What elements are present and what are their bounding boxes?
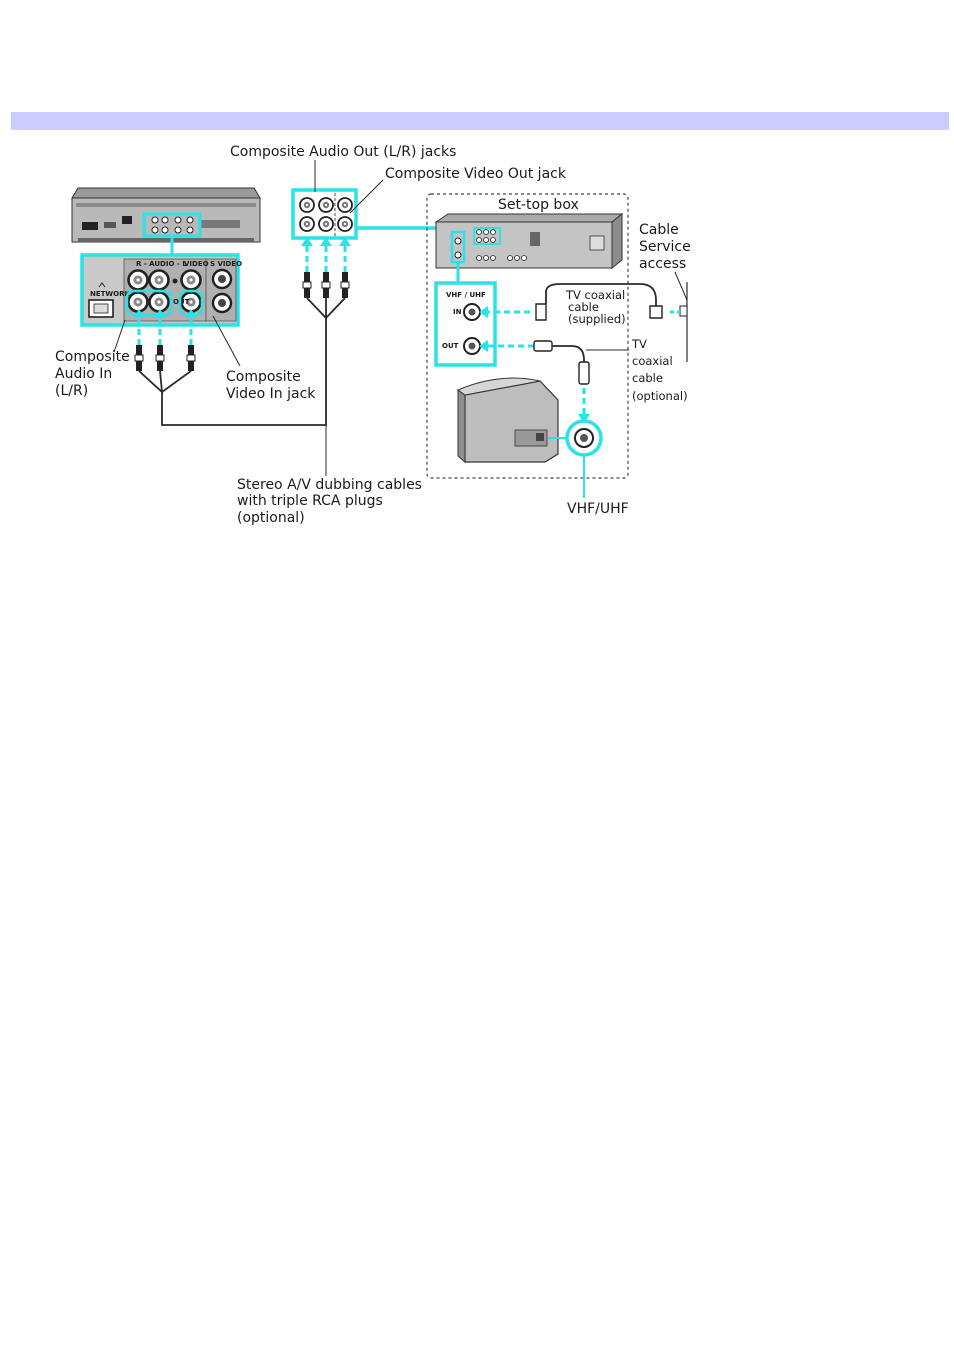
rca-plug-icon xyxy=(155,344,165,372)
svg-text:TV coaxial: TV coaxial xyxy=(565,288,625,302)
svg-text:VHF / UHF: VHF / UHF xyxy=(446,291,486,299)
rca-plug-icon xyxy=(134,344,144,372)
svg-text:OUT: OUT xyxy=(173,298,190,306)
label-set-top-box: Set-top box xyxy=(498,197,579,213)
label-composite-video-out: Composite Video Out jack xyxy=(385,166,567,182)
svg-text:TV: TV xyxy=(631,337,647,351)
svg-text:with triple RCA plugs: with triple RCA plugs xyxy=(237,493,383,509)
svg-text:Video In jack: Video In jack xyxy=(226,386,316,402)
svg-text:Cable: Cable xyxy=(639,222,679,238)
coaxial-connector-icon xyxy=(463,303,481,321)
label-dubbing-cables: Stereo A/V dubbing cables with triple RC… xyxy=(237,425,422,526)
svg-text:NETWORK: NETWORK xyxy=(90,290,130,298)
svg-text:cable: cable xyxy=(568,300,599,314)
panel-audio-label: R - AUDIO - L xyxy=(136,260,187,268)
coax-cable-supplied xyxy=(535,283,663,321)
svg-text:OUT: OUT xyxy=(442,342,459,350)
av-output-jacks xyxy=(291,188,358,240)
set-top-box-device xyxy=(434,212,624,270)
svg-text:cable: cable xyxy=(632,371,663,385)
label-tv-coax-optional: TV coaxial cable (optional) xyxy=(631,337,688,403)
label-cable-service-access: Cable Service access xyxy=(639,222,691,272)
tv-input-magnifier xyxy=(548,419,603,457)
coax-cable-optional xyxy=(533,340,590,385)
svg-text:Composite: Composite xyxy=(226,369,301,385)
label-composite-audio-in: Composite Audio In (L/R) xyxy=(55,349,130,399)
rca-plug-icon xyxy=(186,344,196,372)
svg-text:Service: Service xyxy=(639,239,691,255)
svg-text:access: access xyxy=(639,256,686,272)
label-composite-audio-out: Composite Audio Out (L/R) jacks xyxy=(230,144,456,160)
label-vhf-uhf: VHF/UHF xyxy=(567,501,629,517)
header-band xyxy=(11,112,949,130)
label-composite-video-in: Composite Video In jack xyxy=(226,369,316,402)
ethernet-port-icon: NETWORK xyxy=(88,282,130,318)
svg-text:(optional): (optional) xyxy=(237,510,305,526)
television xyxy=(456,377,559,464)
s-video-jack-icon xyxy=(211,268,233,314)
panel-video-label: VIDEO xyxy=(184,260,209,268)
set-top-box-region xyxy=(426,193,629,479)
svg-text:(supplied): (supplied) xyxy=(568,312,626,326)
panel-svideo-label: S VIDEO xyxy=(210,260,242,268)
svg-text:Stereo A/V dubbing cables: Stereo A/V dubbing cables xyxy=(237,477,422,493)
label-tv-coax-supplied: TV coaxial cable (supplied) xyxy=(565,288,626,326)
svg-text:Composite: Composite xyxy=(55,349,130,365)
svg-text:coaxial: coaxial xyxy=(632,354,673,368)
svg-text:IN: IN xyxy=(453,308,462,316)
svg-text:Audio In: Audio In xyxy=(55,366,112,382)
svg-text:(L/R): (L/R) xyxy=(55,383,88,399)
vhf-uhf-panel: VHF / UHF IN OUT xyxy=(434,281,497,367)
coaxial-connector-icon xyxy=(463,337,481,355)
svg-text:(optional): (optional) xyxy=(632,389,688,403)
